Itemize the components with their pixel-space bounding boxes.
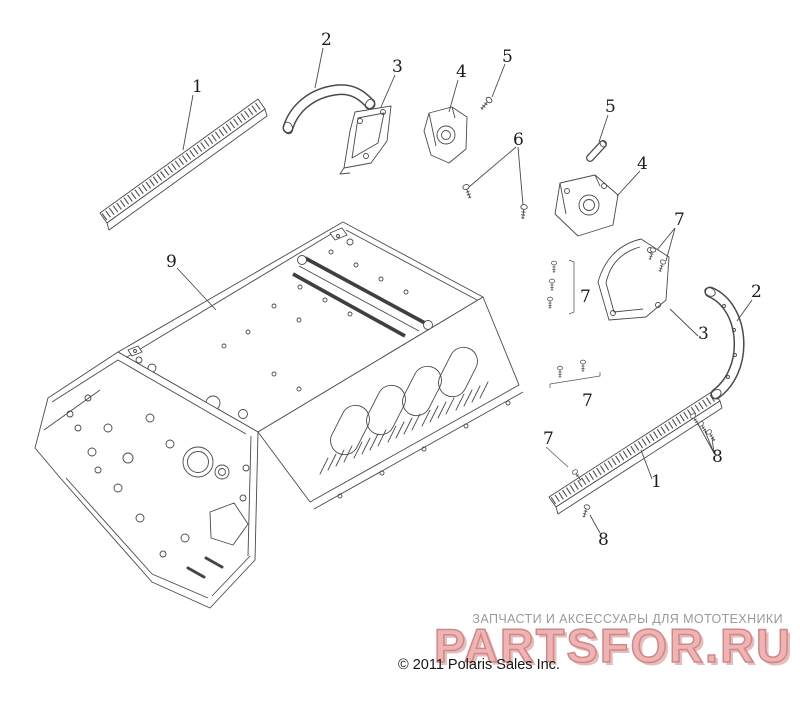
callout-labels: 1 2 3 4 5 6 5 4 7 2 3 7 9 7 7 1 8 8 [166, 30, 762, 550]
handle-tube-upper [282, 84, 376, 135]
screw-rail-bottom [580, 503, 591, 519]
screws-mid-column [547, 259, 575, 315]
screws-rail-end [545, 446, 584, 483]
callout-7-mid: 7 [580, 287, 591, 307]
rail-upper [99, 98, 268, 231]
spacer-right [586, 140, 607, 162]
fastener-pair [461, 183, 528, 220]
callout-1-upper: 1 [192, 77, 203, 97]
callout-4-upper: 4 [456, 62, 467, 82]
callout-5-upper: 5 [502, 47, 513, 67]
mount-bracket-right [554, 174, 619, 237]
callout-7-end: 7 [543, 429, 554, 449]
leader-lines [176, 47, 753, 534]
side-panel-right [597, 238, 670, 321]
bolt-upper [478, 95, 494, 112]
tunnel-body [34, 221, 524, 609]
callout-3-upper: 3 [392, 57, 403, 77]
rail-lower [548, 390, 723, 515]
handle-tube-right [704, 286, 745, 400]
callout-6: 6 [513, 130, 524, 150]
screws-above-rail [549, 359, 601, 388]
mount-bracket-upper [423, 106, 468, 164]
watermark-brand: PARTSFOR.RU [433, 618, 792, 673]
callout-7-right: 7 [674, 210, 685, 230]
callout-9: 9 [166, 252, 177, 272]
watermark-tagline: ЗАПЧАСТИ И АКСЕССУАРЫ ДЛЯ МОТОТЕХНИКИ [472, 612, 783, 626]
callout-2-upper: 2 [321, 30, 332, 50]
callout-3-right: 3 [698, 324, 709, 344]
callout-1-lower: 1 [651, 472, 662, 492]
callout-2-right: 2 [751, 282, 762, 302]
callout-4-right: 4 [637, 154, 648, 174]
copyright-text: © 2011 Polaris Sales Inc. [398, 657, 560, 673]
callout-8-lower: 8 [598, 530, 609, 550]
gusset-bracket-upper [339, 105, 392, 175]
callout-8-right: 8 [712, 447, 723, 467]
callout-5-right: 5 [605, 97, 616, 117]
callout-7-rail: 7 [582, 391, 593, 411]
